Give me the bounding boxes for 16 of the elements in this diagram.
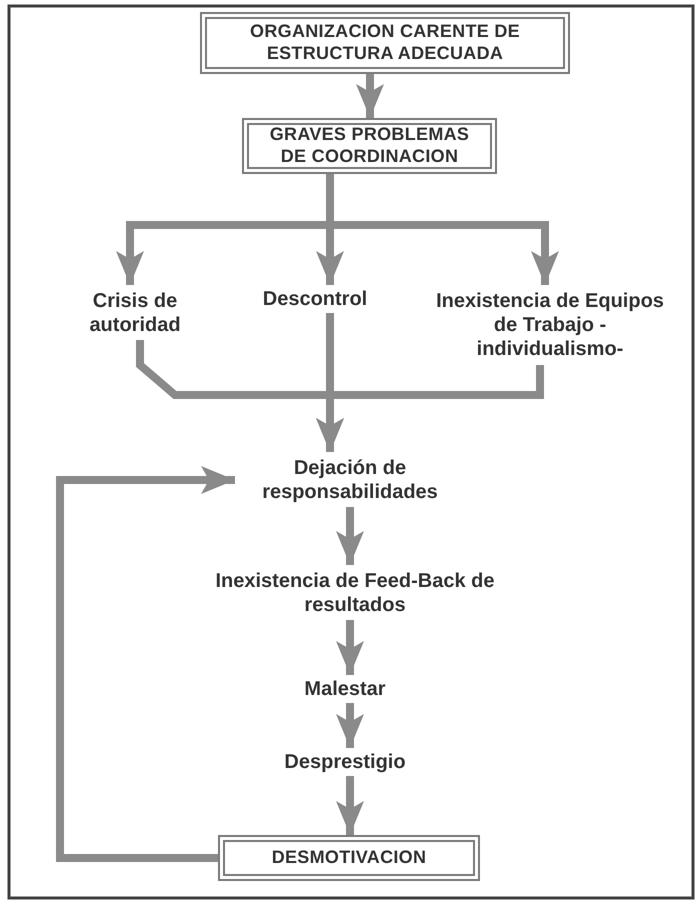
flow-step-text: Malestar [285, 675, 405, 703]
process-box: ORGANIZACION CARENTE DE ESTRUCTURA ADECUADA [200, 12, 570, 74]
arrow [336, 776, 364, 835]
arrow [336, 703, 364, 748]
process-box: DESMOTIVACION [218, 835, 480, 881]
flow-step-text: Crisis de autoridad [55, 285, 215, 340]
flow-step-text: Dejación de responsabilidades [235, 452, 465, 507]
flow-step-text: Desprestigio [250, 748, 440, 776]
process-box: GRAVES PROBLEMAS DE COORDINACION [242, 118, 497, 174]
flow-step-text: Inexistencia de Feed-Back de resultados [190, 565, 520, 620]
flow-step-text: Inexistencia de Equipos de Trabajo -individualismo- [425, 285, 675, 365]
arrow [336, 507, 364, 565]
arrow [356, 74, 384, 118]
arrow [336, 620, 364, 675]
arrow [56, 466, 235, 862]
flow-step-text: Descontrol [250, 285, 380, 313]
